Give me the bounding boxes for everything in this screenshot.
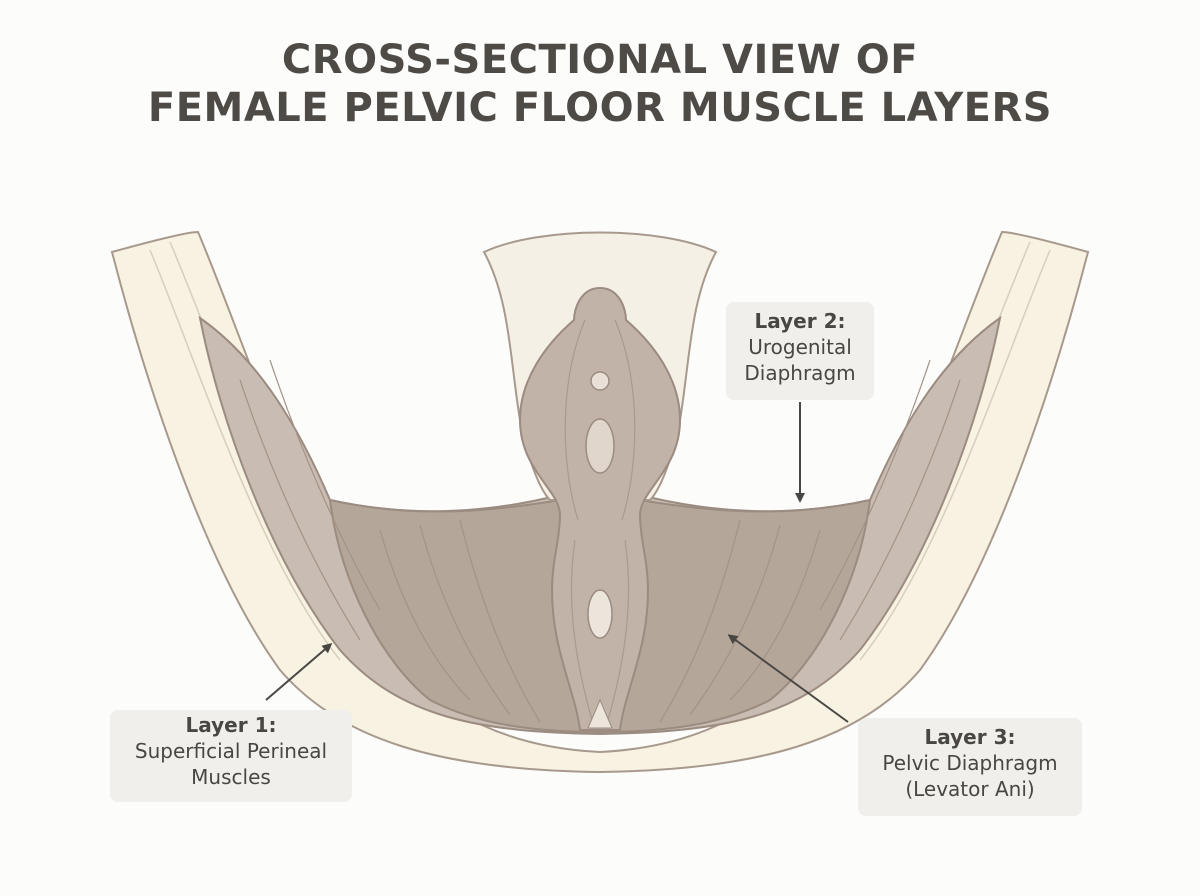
layer-2-heading: Layer 2:: [754, 309, 846, 333]
layer-1-label: Layer 1: Superficial Perineal Muscles: [110, 710, 352, 802]
organ-striations: [564, 319, 636, 721]
title-line-2: FEMALE PELVIC FLOOR MUSCLE LAYERS: [147, 85, 1053, 131]
layer-1-arrow: [265, 643, 333, 701]
layer-1-heading: Layer 1:: [185, 713, 277, 737]
layer-2-line-2: Diaphragm: [744, 361, 856, 385]
diagram-title: CROSS-SECTIONAL VIEW OF FEMALE PELVIC FL…: [0, 36, 1200, 132]
muscle-fibers: [239, 359, 961, 723]
layer-1-line-2: Muscles: [191, 765, 271, 789]
central-organ-column: [518, 286, 682, 731]
layer-3-arrow: [727, 634, 849, 723]
layer-2-line-1: Urogenital: [748, 335, 852, 359]
anal-opening: [587, 589, 613, 639]
layer-3-line-1: Pelvic Diaphragm: [882, 751, 1058, 775]
layer-3-label: Layer 3: Pelvic Diaphragm (Levator Ani): [858, 718, 1082, 816]
vaginal-opening: [585, 418, 615, 474]
layer-1-line-1: Superficial Perineal: [134, 739, 328, 763]
layer-2-label: Layer 2: Urogenital Diaphragm: [726, 302, 874, 400]
skin-stripe-left: [149, 249, 341, 661]
title-line-1: CROSS-SECTIONAL VIEW OF: [281, 37, 919, 83]
urethral-opening: [590, 371, 610, 391]
layer-3-heading: Layer 3:: [924, 725, 1016, 749]
perineal-body: [587, 698, 613, 729]
layer-3-line-2: (Levator Ani): [905, 777, 1035, 801]
skin-stripe-right: [859, 249, 1051, 661]
